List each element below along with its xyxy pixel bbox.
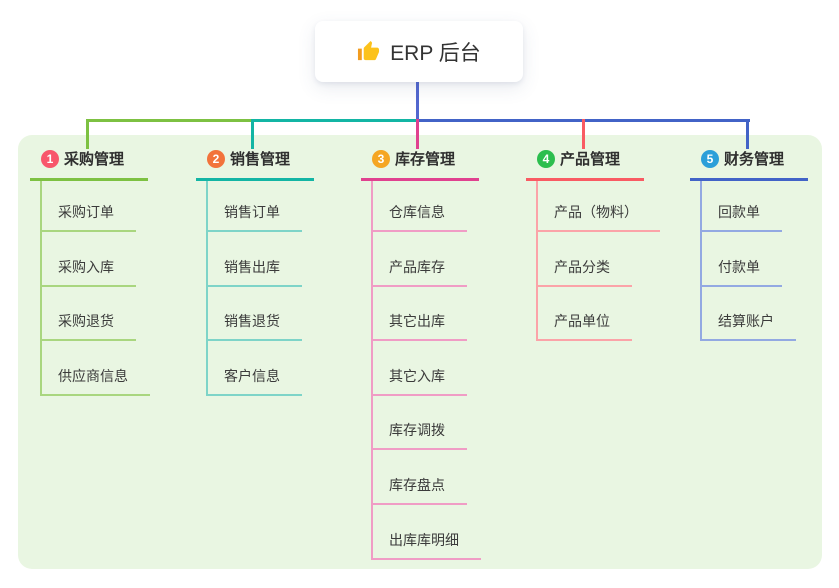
child-node[interactable]: 库存盘点	[371, 471, 467, 505]
child-node[interactable]: 其它出库	[371, 307, 467, 342]
root-stem-line	[415, 82, 419, 122]
branch-children-line	[371, 180, 373, 560]
root-node-label: ERP 后台	[390, 41, 481, 65]
root-node[interactable]: ERP 后台	[315, 21, 523, 82]
child-node[interactable]: 付款单	[700, 253, 782, 287]
child-node[interactable]: 客户信息	[206, 362, 302, 396]
branch-label: 产品管理	[560, 151, 621, 168]
child-node[interactable]: 采购订单	[40, 198, 136, 232]
bus-line	[87, 119, 255, 122]
child-node-label: 结算账户	[718, 313, 774, 330]
branch-children-line	[536, 180, 538, 342]
branch-drop-line	[85, 119, 89, 149]
branch-badge: 4	[537, 149, 555, 168]
child-node-label: 其它出库	[389, 313, 445, 330]
child-node[interactable]: 产品库存	[371, 253, 467, 287]
child-node[interactable]: 采购入库	[40, 253, 136, 287]
child-node-label: 供应商信息	[58, 367, 128, 384]
child-node[interactable]: 产品分类	[536, 253, 632, 287]
child-node-label: 销售退货	[224, 313, 280, 330]
child-node[interactable]: 库存调拨	[371, 416, 467, 451]
child-node-label: 库存调拨	[389, 422, 445, 439]
child-node-label: 仓库信息	[389, 204, 445, 220]
branch-label: 销售管理	[230, 151, 291, 168]
child-node[interactable]: 产品单位	[536, 307, 632, 342]
branch-label: 库存管理	[395, 151, 456, 168]
child-node[interactable]: 供应商信息	[40, 362, 150, 396]
branch-children-line	[40, 180, 42, 396]
child-node-label: 采购退货	[58, 313, 114, 330]
child-node-label: 销售订单	[224, 204, 280, 220]
child-node-label: 产品单位	[554, 313, 610, 330]
branch-children-line	[700, 180, 702, 342]
branch-badge: 3	[372, 149, 390, 168]
branch-node-2[interactable]: 2 销售管理	[196, 148, 314, 181]
child-node-label: 客户信息	[224, 367, 280, 384]
child-node-label: 产品（物料）	[554, 204, 638, 220]
branch-drop-line	[250, 119, 254, 149]
child-node[interactable]: 采购退货	[40, 307, 136, 342]
branch-node-5[interactable]: 5 财务管理	[690, 148, 808, 181]
branch-node-4[interactable]: 4 产品管理	[526, 148, 644, 181]
child-node-label: 产品库存	[389, 258, 445, 275]
branch-children-line	[206, 180, 208, 396]
child-node[interactable]: 销售订单	[206, 198, 302, 232]
child-node[interactable]: 回款单	[700, 198, 782, 232]
branch-label: 采购管理	[64, 151, 125, 168]
child-node-label: 销售出库	[224, 258, 280, 275]
child-node[interactable]: 出库库明细	[371, 526, 481, 560]
child-node-label: 回款单	[718, 204, 760, 220]
child-node[interactable]: 仓库信息	[371, 198, 467, 232]
child-node-label: 采购入库	[58, 258, 114, 275]
branch-badge: 2	[207, 149, 225, 168]
child-node[interactable]: 产品（物料）	[536, 198, 660, 232]
branch-badge: 5	[701, 149, 719, 168]
child-node[interactable]: 销售出库	[206, 253, 302, 287]
branch-drop-line	[581, 119, 585, 149]
child-node-label: 产品分类	[554, 258, 610, 275]
child-node[interactable]: 销售退货	[206, 307, 302, 342]
child-node-label: 其它入库	[389, 367, 445, 384]
branch-drop-line	[415, 119, 419, 149]
child-node[interactable]: 其它入库	[371, 362, 467, 396]
child-node[interactable]: 结算账户	[700, 307, 796, 342]
child-node-label: 付款单	[718, 258, 760, 275]
child-node-label: 出库库明细	[389, 531, 459, 548]
thumbs-up-icon	[357, 40, 380, 63]
branch-node-1[interactable]: 1 采购管理	[30, 148, 148, 181]
branch-badge: 1	[41, 149, 59, 168]
branch-label: 财务管理	[724, 151, 785, 168]
branch-node-3[interactable]: 3 库存管理	[361, 148, 479, 181]
bus-line	[252, 119, 420, 122]
child-node-label: 库存盘点	[389, 477, 445, 493]
child-node-label: 采购订单	[58, 204, 114, 220]
branch-drop-line	[745, 119, 749, 149]
branches-panel	[18, 135, 822, 569]
